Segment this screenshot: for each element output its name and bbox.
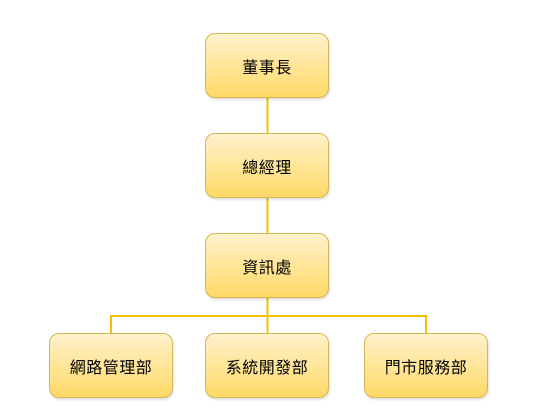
node-network-management: 網路管理部 [49, 333, 173, 398]
node-label-store-service: 門市服務部 [384, 357, 468, 377]
node-label-chairman: 董事長 [242, 57, 292, 77]
node-chairman: 董事長 [205, 33, 329, 98]
node-general-manager: 總經理 [205, 133, 329, 198]
node-label-system-development: 系統開發部 [225, 357, 309, 377]
node-it-division: 資訊處 [205, 233, 329, 298]
node-store-service: 門市服務部 [364, 333, 488, 398]
node-label-it-division: 資訊處 [242, 257, 292, 277]
node-system-development: 系統開發部 [205, 333, 329, 398]
node-label-general-manager: 總經理 [242, 157, 292, 177]
node-label-network-management: 網路管理部 [69, 357, 153, 377]
